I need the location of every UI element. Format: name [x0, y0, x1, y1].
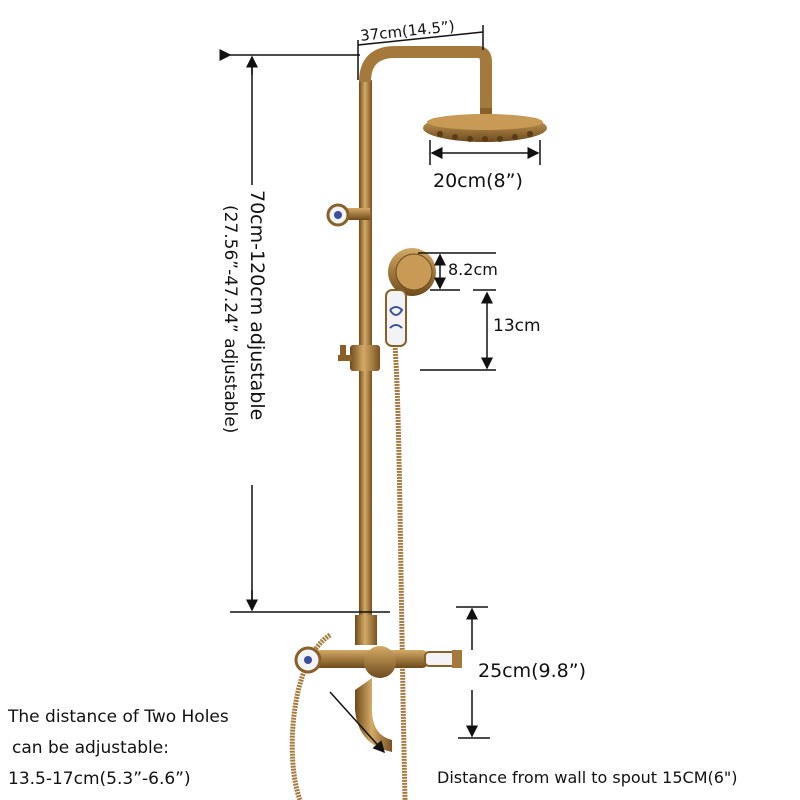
wall-bracket	[326, 203, 370, 227]
height-range-label: 70cm-120cm adjustable	[246, 190, 268, 421]
mixer-height-label: 25cm(9.8”)	[478, 660, 587, 682]
slide-holder	[338, 345, 380, 371]
holes-note-line1: The distance of Two Holes	[8, 707, 229, 727]
tub-spout	[355, 678, 392, 752]
dim-mixer	[456, 606, 490, 739]
dim-height	[230, 55, 390, 613]
spout-note: Distance from wall to spout 15CM(6")	[437, 768, 738, 787]
height-range-inch-label: (27.56”-47.24” adjustable)	[220, 205, 240, 434]
head-diameter-label: 20cm(8”)	[433, 170, 523, 192]
hand-head-label: 8.2cm	[448, 260, 498, 279]
mixer-valve	[294, 615, 462, 752]
shower-hose	[289, 344, 408, 800]
dim-spout	[329, 691, 386, 754]
dim-head	[429, 140, 541, 165]
holes-note-line2: can be adjustable:	[12, 738, 169, 758]
dim-arm	[357, 25, 484, 80]
dim-hand	[418, 252, 496, 371]
hand-shower	[385, 248, 436, 347]
rain-shower-head	[423, 114, 547, 142]
hand-handle-label: 13cm	[493, 316, 541, 336]
holes-note-line3: 13.5-17cm(5.3”-6.6”)	[8, 769, 191, 789]
